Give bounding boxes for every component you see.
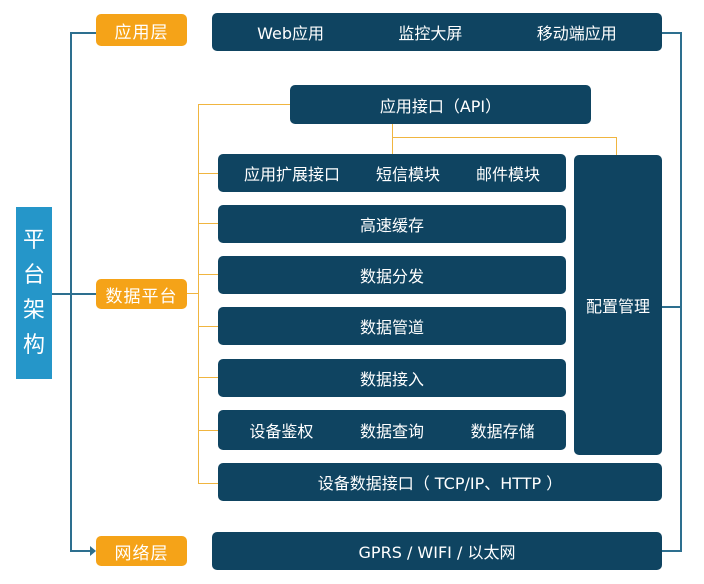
connector-to-device-interface (198, 483, 220, 484)
module-email: 邮件模块 (475, 165, 540, 184)
connector-to-pipeline (198, 326, 220, 327)
network-layer-tag: 网络层 (96, 536, 187, 566)
connector-right-to-app (660, 32, 682, 34)
config-management-box: 配置管理 (574, 155, 662, 455)
connector-to-access (198, 377, 220, 378)
arrow-to-network-tag (90, 546, 96, 556)
architecture-title-char: 架 (22, 298, 45, 323)
app-item-web: Web应用 (257, 24, 325, 43)
connector-right-to-config (660, 306, 682, 308)
data-access-box: 数据接入 (218, 359, 566, 397)
module-device-auth: 设备鉴权 (249, 422, 314, 441)
connector-right-to-network (660, 550, 682, 552)
connector-top-to-app-tag (70, 32, 96, 34)
module-data-storage: 数据存储 (470, 422, 535, 441)
application-layer-bar: Web应用 监控大屏 移动端应用 (212, 13, 662, 51)
connector-left-vertical (70, 32, 72, 552)
connector-to-extension-row (198, 173, 220, 174)
storage-row: 设备鉴权 数据查询 数据存储 (218, 410, 566, 450)
high-speed-cache-box: 高速缓存 (218, 205, 566, 243)
architecture-title-char: 平 (22, 228, 45, 253)
application-layer-tag: 应用层 (96, 14, 187, 46)
connector-to-api (198, 104, 292, 105)
data-distribution-box: 数据分发 (218, 256, 566, 294)
extension-modules-row: 应用扩展接口 短信模块 邮件模块 (218, 154, 566, 192)
connector-platform-vertical (198, 104, 199, 484)
app-item-monitor-screen: 监控大屏 (398, 24, 463, 43)
connector-to-storage-row (198, 430, 220, 431)
connector-right-vertical (680, 32, 682, 552)
connector-api-trunk (392, 124, 393, 154)
module-extension-interface: 应用扩展接口 (243, 165, 340, 184)
connector-to-network-tag (70, 550, 94, 552)
app-item-mobile: 移动端应用 (536, 24, 617, 43)
connector-title-to-platform (52, 293, 96, 295)
data-pipeline-box: 数据管道 (218, 307, 566, 345)
architecture-title: 平 台 架 构 (16, 207, 52, 379)
data-platform-tag: 数据平台 (96, 279, 187, 309)
connector-to-cache (198, 223, 220, 224)
module-sms: 短信模块 (375, 165, 440, 184)
connector-config-drop (616, 137, 617, 155)
architecture-title-char: 构 (22, 333, 45, 358)
connector-tag-to-platform (186, 293, 199, 294)
device-data-interface-box: 设备数据接口（ TCP/IP、HTTP ） (218, 463, 662, 501)
network-layer-bar: GPRS / WIFI / 以太网 (212, 532, 662, 570)
api-box: 应用接口（API） (290, 85, 591, 124)
architecture-title-char: 台 (22, 263, 45, 288)
module-data-query: 数据查询 (359, 422, 424, 441)
connector-to-distribution (198, 274, 220, 275)
connector-api-to-config (392, 137, 617, 138)
